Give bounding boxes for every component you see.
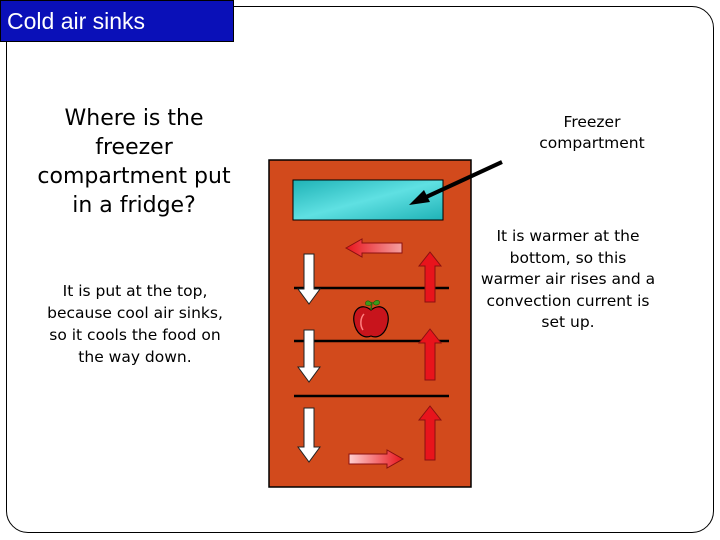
slide-title: Cold air sinks	[0, 0, 234, 42]
warm-air-explanation: It is warmer at the bottom, so this warm…	[480, 227, 656, 331]
up-arrow-icon	[417, 405, 443, 461]
freezer-label: Freezer compartment	[539, 113, 645, 152]
down-arrow-icon	[297, 253, 321, 305]
answer-text: It is put at the top, because cool air s…	[47, 282, 223, 366]
up-arrow-icon	[417, 328, 443, 381]
up-arrow-icon	[417, 251, 443, 303]
down-arrow-icon	[297, 329, 321, 383]
pointer-arrow-icon	[409, 160, 503, 205]
right-arrow-icon	[348, 449, 405, 469]
question-text: Where is the freezer compartment put in …	[37, 106, 231, 218]
slide-frame	[6, 6, 714, 533]
left-arrow-icon	[344, 238, 403, 258]
down-arrow-icon	[297, 407, 321, 463]
apple-icon	[353, 300, 389, 338]
